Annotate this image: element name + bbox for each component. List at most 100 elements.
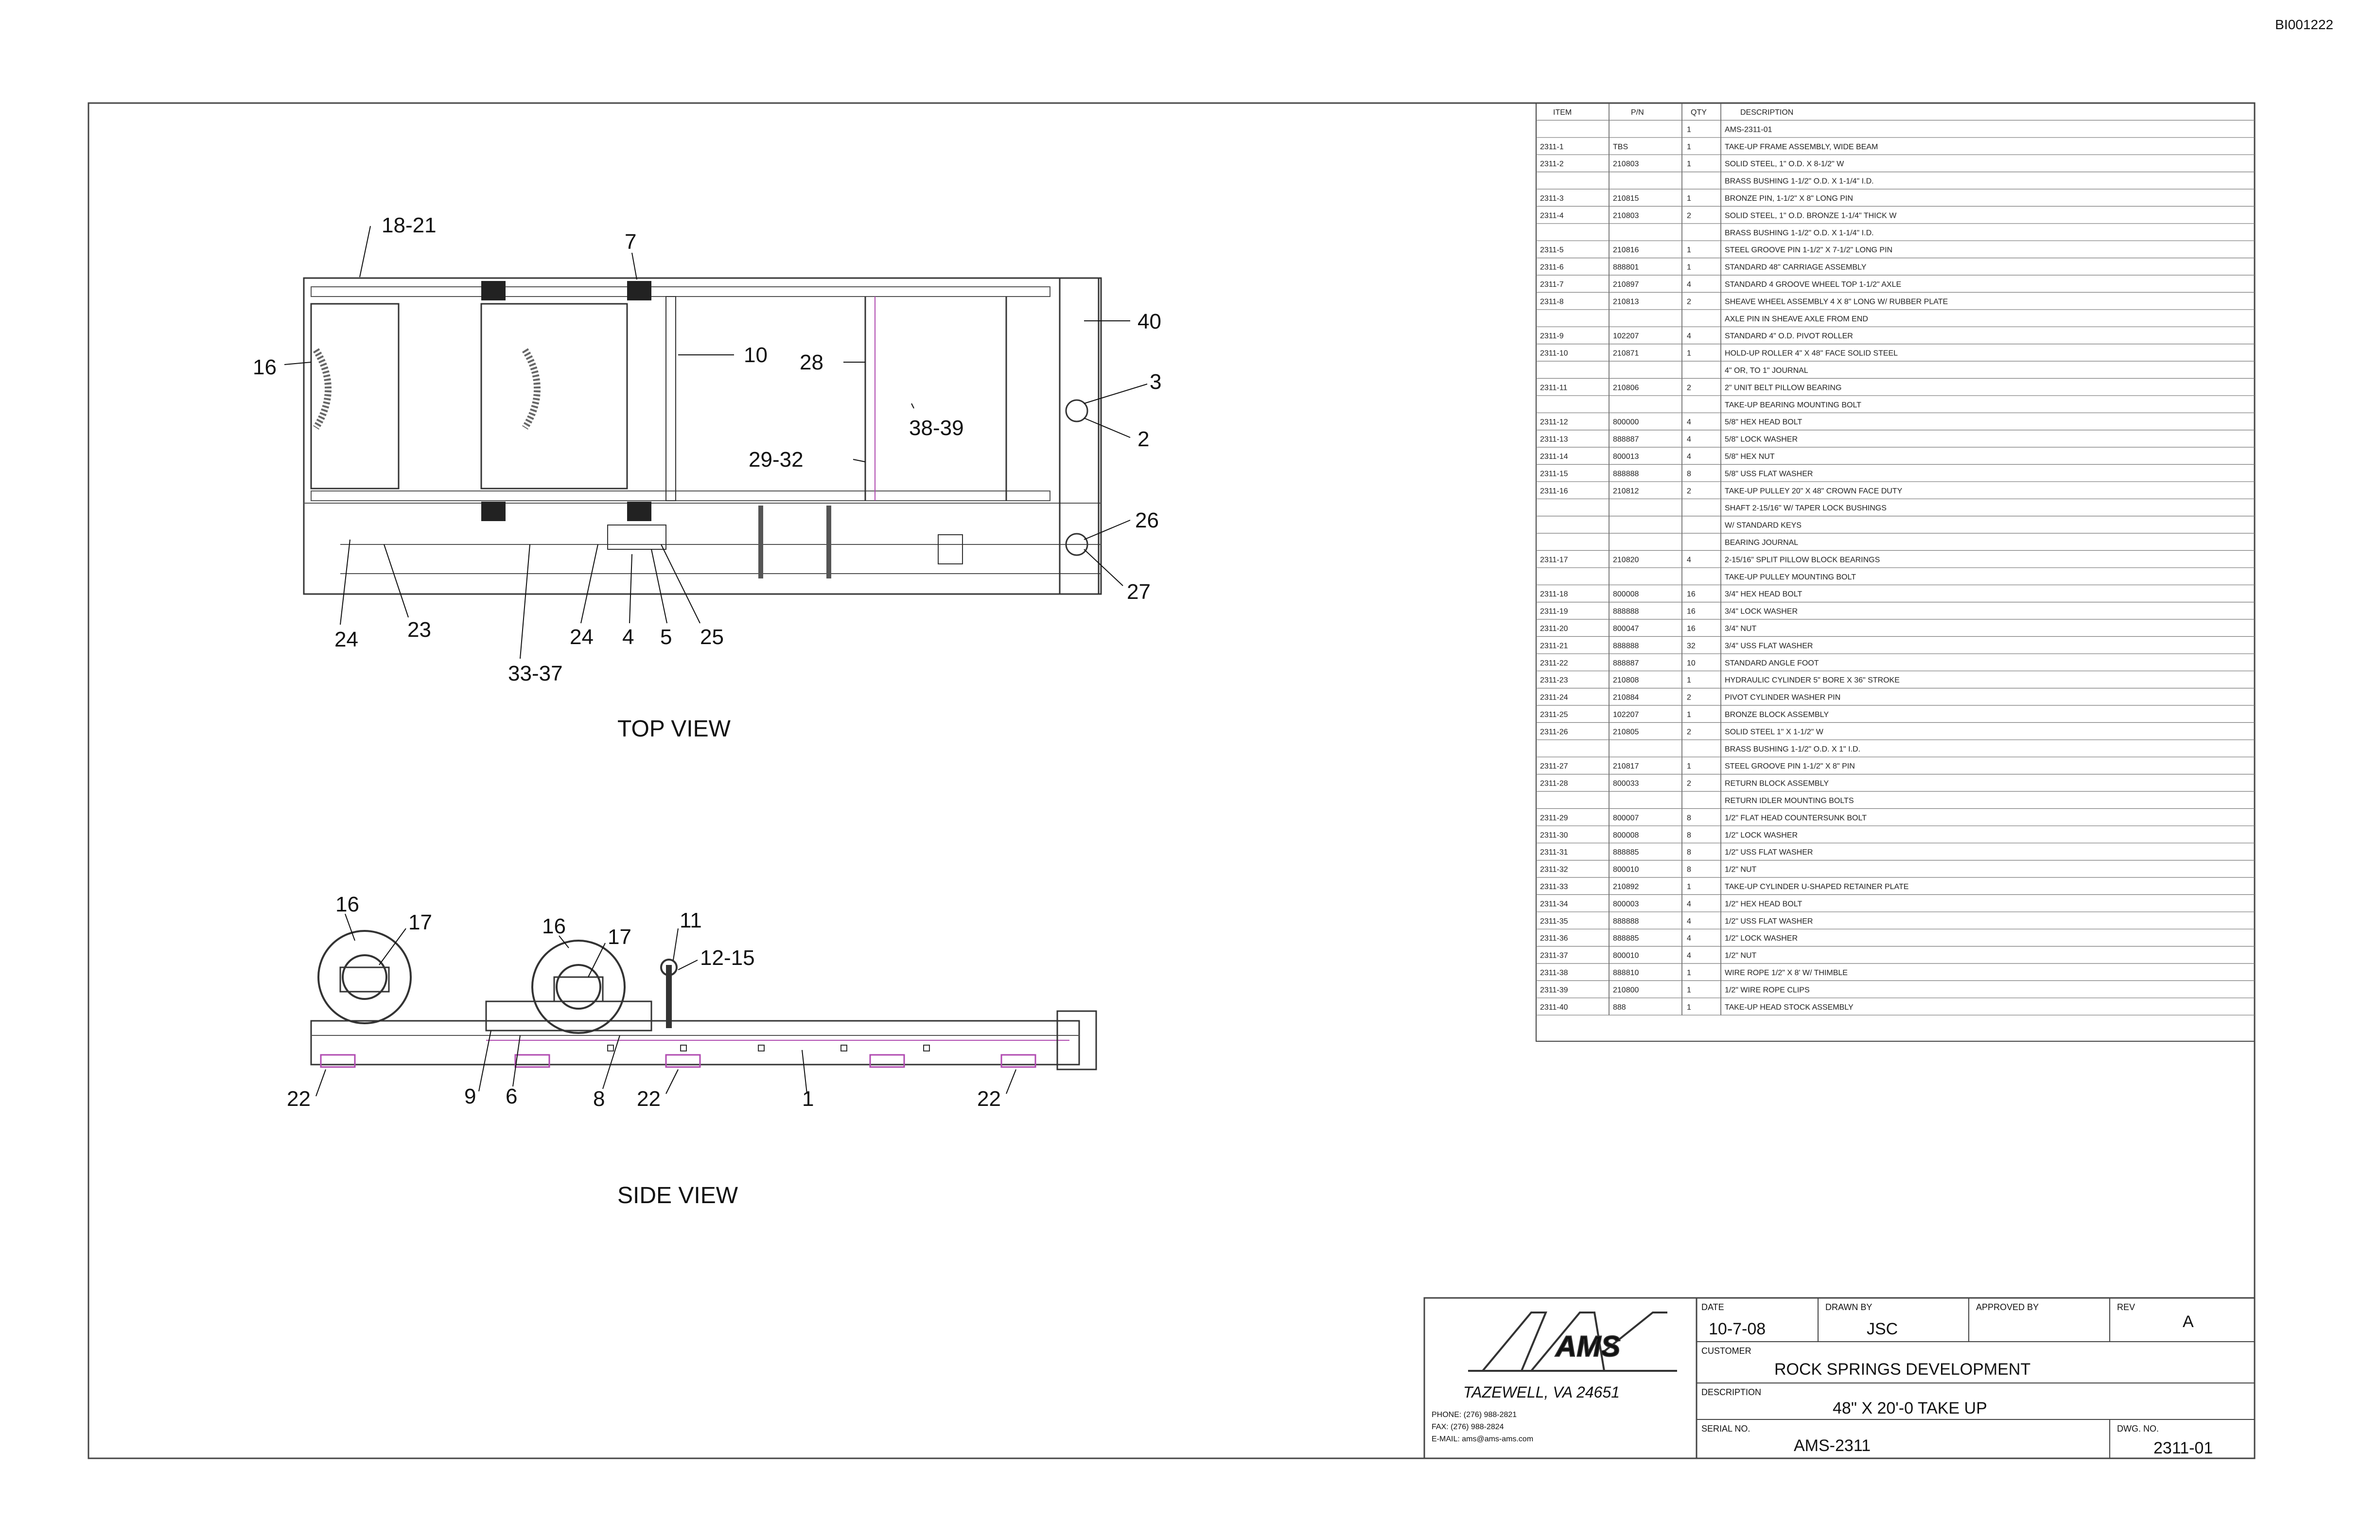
bom-cell-qty: 4 xyxy=(1687,280,1691,289)
bom-cell-description: BEARING JOURNAL xyxy=(1725,539,1798,547)
bom-cell-pn: 210806 xyxy=(1613,384,1639,392)
bom-cell-qty: 2 xyxy=(1687,728,1691,736)
bom-cell-description: TAKE-UP HEAD STOCK ASSEMBLY xyxy=(1725,1003,1854,1012)
bom-cell-pn: 210805 xyxy=(1613,728,1639,736)
company-phone: PHONE: (276) 988-2821 xyxy=(1432,1411,1517,1419)
bom-cell-description: 3/4" NUT xyxy=(1725,625,1756,633)
bom-cell-description: HOLD-UP ROLLER 4" X 48" FACE SOLID STEEL xyxy=(1725,350,1898,358)
bom-header-pn: P/N xyxy=(1631,108,1644,117)
bom-cell-qty: 4 xyxy=(1687,917,1691,926)
bom-cell-qty: 1 xyxy=(1687,263,1691,272)
bom-cell-pn: 888888 xyxy=(1613,608,1639,616)
bom-cell-qty: 2 xyxy=(1687,298,1691,306)
callout-24-right: 24 xyxy=(570,625,594,649)
callout-8: 8 xyxy=(593,1087,605,1111)
bom-cell-pn: 210815 xyxy=(1613,194,1639,203)
bom-cell-description: STEEL GROOVE PIN 1-1/2" X 8" PIN xyxy=(1725,762,1855,770)
bom-cell-pn: 800000 xyxy=(1613,418,1639,426)
date-value: 10-7-08 xyxy=(1709,1320,1766,1338)
bom-cell-qty: 1 xyxy=(1687,986,1691,994)
bom-cell-pn: 210820 xyxy=(1613,556,1639,564)
description-label: DESCRIPTION xyxy=(1701,1387,1761,1397)
bom-cell-qty: 2 xyxy=(1687,211,1691,220)
bom-cell-description: 5/8" HEX NUT xyxy=(1725,453,1775,461)
bom-cell-qty: 1 xyxy=(1687,350,1691,358)
callout-33-37: 33-37 xyxy=(508,662,563,685)
top-view: 18-21 7 16 10 28 40 3 38-39 2 29-32 26 2… xyxy=(253,213,1161,742)
bom-cell-description: 2-15/16" SPLIT PILLOW BLOCK BEARINGS xyxy=(1725,556,1880,564)
callout-22-right: 22 xyxy=(977,1087,1001,1111)
callout-6: 6 xyxy=(506,1085,517,1108)
bom-cell-pn: 888888 xyxy=(1613,642,1639,650)
bom-cell-qty: 1 xyxy=(1687,883,1691,891)
bom-cell-pn: 210803 xyxy=(1613,211,1639,220)
bom-grid xyxy=(1536,103,2255,1015)
bom-cell-pn: 800010 xyxy=(1613,952,1639,960)
bom-cell-qty: 8 xyxy=(1687,814,1691,822)
bom-cell-description: BRASS BUSHING 1-1/2" O.D. X 1-1/4" I.D. xyxy=(1725,229,1874,237)
side-view-title: SIDE VIEW xyxy=(617,1183,738,1208)
bom-cell-qty: 32 xyxy=(1687,642,1696,650)
bom-cell-description: BRONZE PIN, 1-1/2" X 8" LONG PIN xyxy=(1725,194,1853,203)
bom-cell-pn: 210803 xyxy=(1613,160,1639,168)
callout-27: 27 xyxy=(1127,580,1151,604)
bom-cell-item: 2311-2 xyxy=(1540,160,1564,168)
serial-label: SERIAL NO. xyxy=(1701,1424,1750,1434)
bom-cell-pn: 888888 xyxy=(1613,470,1639,478)
bom-cell-qty: 4 xyxy=(1687,556,1691,564)
bom-cell-description: 2" UNIT BELT PILLOW BEARING xyxy=(1725,384,1841,392)
bom-cell-qty: 16 xyxy=(1687,608,1696,616)
company-email: E-MAIL: ams@ams-ams.com xyxy=(1432,1435,1533,1443)
customer-value: ROCK SPRINGS DEVELOPMENT xyxy=(1774,1360,2030,1379)
bom-cell-qty: 1 xyxy=(1687,125,1691,134)
bom-cell-pn: 888801 xyxy=(1613,263,1639,272)
bom-cell-pn: 102207 xyxy=(1613,711,1639,719)
callout-26: 26 xyxy=(1135,508,1159,532)
drawn-by-label: DRAWN BY xyxy=(1825,1302,1872,1312)
bom-cell-description: STANDARD 4 GROOVE WHEEL TOP 1-1/2" AXLE xyxy=(1725,280,1901,289)
callout-2: 2 xyxy=(1138,427,1149,451)
bom-cell-qty: 1 xyxy=(1687,762,1691,770)
callout-23: 23 xyxy=(407,618,431,642)
title-block: AMS TAZEWELL, VA 24651 PHONE: (276) 988-… xyxy=(1423,1297,2256,1459)
bom-cell-item: 2311-24 xyxy=(1540,694,1568,702)
bom-cell-description: 1/2" FLAT HEAD COUNTERSUNK BOLT xyxy=(1725,814,1867,822)
bom-cell-item: 2311-12 xyxy=(1540,418,1568,426)
rev-value: A xyxy=(2183,1312,2194,1331)
side-view: 16 17 16 17 11 12-15 22 9 6 8 22 1 22 SI… xyxy=(287,892,1097,1208)
callout-5: 5 xyxy=(660,625,672,649)
bom-cell-description: 1/2" WIRE ROPE CLIPS xyxy=(1725,986,1810,994)
bom-cell-item: 2311-23 xyxy=(1540,676,1568,684)
bom-cell-description: SOLID STEEL 1" X 1-1/2" W xyxy=(1725,728,1824,736)
bom-cell-qty: 2 xyxy=(1687,780,1691,788)
bom-cell-pn: 888810 xyxy=(1613,969,1639,977)
bom-cell-pn: 210808 xyxy=(1613,676,1639,684)
bom-cell-description: SHAFT 2-15/16" W/ TAPER LOCK BUSHINGS xyxy=(1725,504,1887,512)
callout-16: 16 xyxy=(253,355,277,379)
company-location: TAZEWELL, VA 24651 xyxy=(1463,1383,1620,1401)
bom-cell-pn: 800033 xyxy=(1613,780,1639,788)
bom-cell-item: 2311-3 xyxy=(1540,194,1564,203)
bom-cell-description: 3/4" USS FLAT WASHER xyxy=(1725,642,1813,650)
bom-cell-qty: 1 xyxy=(1687,246,1691,254)
bom-cell-item: 2311-25 xyxy=(1540,711,1568,719)
serial-value: AMS-2311 xyxy=(1794,1436,1871,1455)
bom-cell-item: 2311-6 xyxy=(1540,263,1564,272)
bom-cell-description: AXLE PIN IN SHEAVE AXLE FROM END xyxy=(1725,315,1868,323)
bom-cell-description: 1/2" HEX HEAD BOLT xyxy=(1725,900,1802,908)
bom-cell-item: 2311-34 xyxy=(1540,900,1568,908)
bom-cell-pn: 102207 xyxy=(1613,332,1639,340)
bom-cell-description: STANDARD ANGLE FOOT xyxy=(1725,659,1819,667)
bom-cell-qty: 1 xyxy=(1687,160,1691,168)
bom-cell-item: 2311-14 xyxy=(1540,453,1568,461)
bom-cell-qty: 4 xyxy=(1687,332,1691,340)
bom-cell-description: 1/2" USS FLAT WASHER xyxy=(1725,917,1813,926)
bom-cell-qty: 8 xyxy=(1687,848,1691,857)
bom-cell-pn: 800007 xyxy=(1613,814,1639,822)
bom-cell-pn: 888888 xyxy=(1613,917,1639,926)
bom-cell-qty: 1 xyxy=(1687,1003,1691,1012)
bom-cell-description: TAKE-UP FRAME ASSEMBLY, WIDE BEAM xyxy=(1725,143,1878,151)
bom-cell-pn: 800008 xyxy=(1613,831,1639,840)
callout-25: 25 xyxy=(700,625,724,649)
